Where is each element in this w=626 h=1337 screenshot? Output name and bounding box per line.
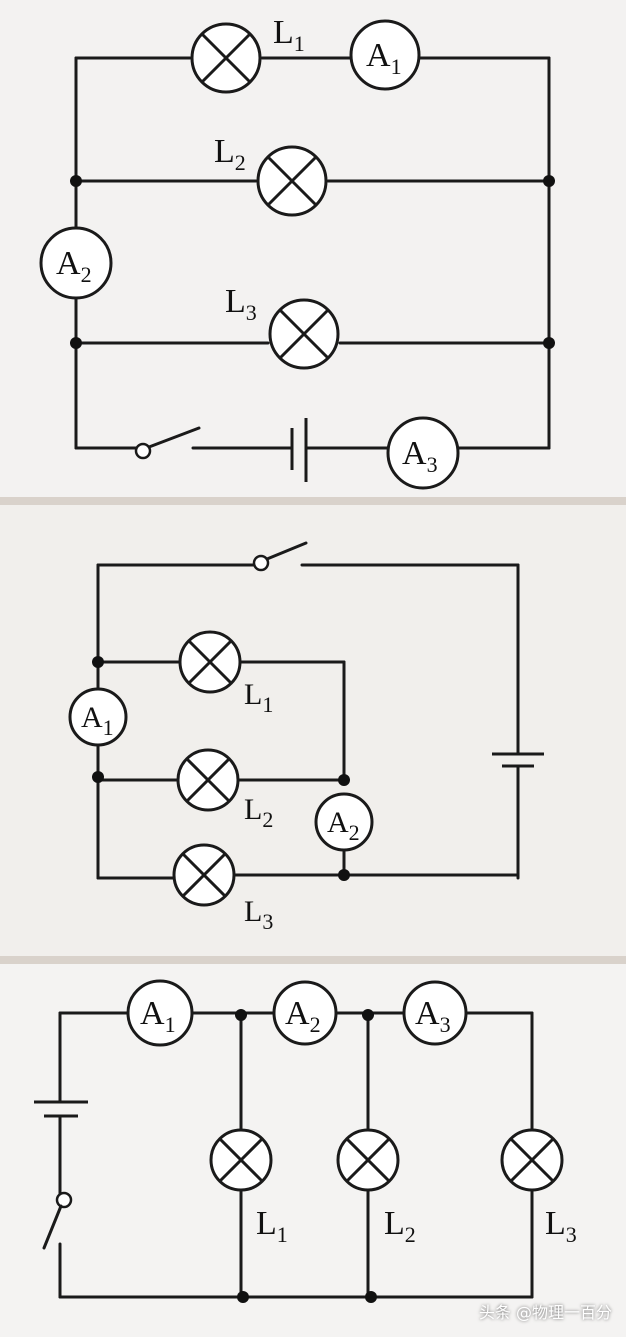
label-1-meter-2: A2	[56, 245, 92, 287]
lamp-3-L2	[336, 1128, 400, 1192]
battery-1	[290, 418, 308, 482]
circuit-diagram-1: L1 L2 L3 A1 A2 A3	[0, 0, 626, 497]
label-3-lamp-1: L1	[256, 1205, 288, 1247]
label-1-lamp-1: L1	[273, 14, 305, 56]
lamp-2-L3	[172, 843, 236, 907]
lamp-1-L2	[256, 145, 328, 217]
label-2-meter-2: A2	[327, 806, 360, 845]
ammeter-2-A2	[314, 792, 374, 852]
circuit-1-wires	[74, 56, 551, 450]
lamp-3-L3	[500, 1128, 564, 1192]
circuit-2-svg: L1 L2 L3 A1 A2	[68, 541, 544, 934]
lamp-1-L1	[190, 22, 262, 94]
ammeter-1-A1	[349, 19, 421, 91]
ammeter-3-A1	[126, 979, 194, 1047]
junction-nodes-2	[92, 656, 350, 881]
ammeter-1-A2	[39, 226, 113, 300]
label-1-lamp-2: L2	[214, 133, 246, 175]
label-2-lamp-1: L1	[244, 678, 273, 717]
ammeter-2-A1	[68, 687, 128, 747]
junction-nodes-1	[70, 175, 555, 349]
label-1-meter-1: A1	[366, 37, 402, 79]
label-3-lamp-2: L2	[384, 1205, 416, 1247]
battery-2	[492, 752, 544, 768]
switch-3	[42, 1191, 73, 1250]
label-2-lamp-3: L3	[244, 895, 273, 934]
label-2-meter-1: A1	[81, 701, 114, 740]
ammeter-3-A2	[272, 980, 338, 1046]
circuit-diagram-3: L1 L2 L3 A1 A2 A3 头条 @物理一百分	[0, 964, 626, 1337]
ammeter-3-A3	[402, 980, 468, 1046]
label-2-lamp-2: L2	[244, 793, 273, 832]
circuit-1-svg: L1 L2 L3 A1 A2 A3	[39, 14, 555, 490]
junction-nodes-3	[235, 1009, 377, 1303]
label-1-lamp-3: L3	[225, 283, 257, 325]
label-3-meter-2: A2	[285, 995, 321, 1037]
watermark: 头条 @物理一百分	[478, 1303, 612, 1322]
switch-1	[134, 426, 201, 460]
circuit-3-wires	[58, 1011, 534, 1299]
circuit-3-svg: L1 L2 L3 A1 A2 A3	[34, 979, 577, 1303]
label-3-meter-1: A1	[140, 995, 176, 1037]
lamp-2-L2	[176, 748, 240, 812]
switch-2	[252, 541, 308, 572]
lamp-1-L3	[268, 298, 340, 370]
label-3-meter-3: A3	[415, 995, 451, 1037]
circuit-diagram-2: L1 L2 L3 A1 A2	[0, 505, 626, 956]
label-3-lamp-3: L3	[545, 1205, 577, 1247]
ammeter-1-A3	[386, 416, 460, 490]
battery-3	[34, 1100, 88, 1118]
circuit-2-wires	[96, 563, 520, 880]
label-1-meter-3: A3	[402, 435, 438, 477]
lamp-3-L1	[209, 1128, 273, 1192]
lamp-2-L1	[178, 630, 242, 694]
